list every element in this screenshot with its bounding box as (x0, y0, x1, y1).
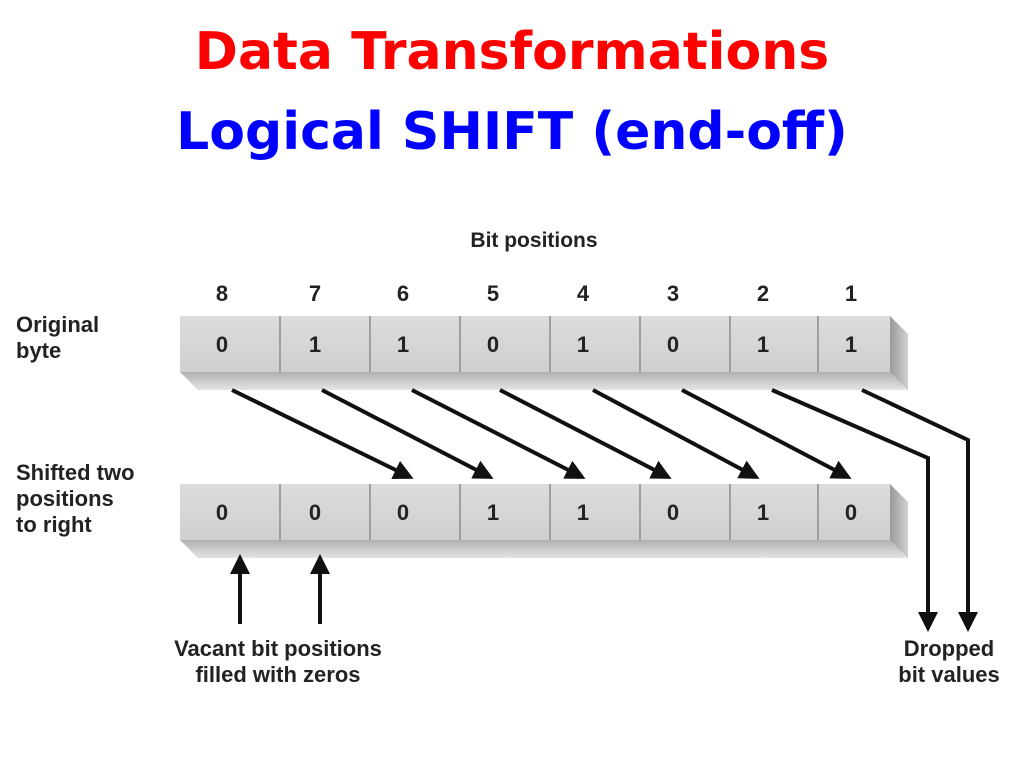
shifted-bit: 1 (487, 500, 499, 525)
dropped-note-line: Dropped (903, 636, 995, 661)
bit-position-number: 6 (396, 281, 410, 306)
bit-position-number: 4 (576, 281, 590, 306)
shifted-bit: 1 (757, 500, 769, 525)
shifted-byte-label-line: positions (16, 486, 114, 511)
bit-position-number: 3 (666, 281, 680, 306)
original-bit: 1 (845, 332, 857, 357)
bit-position-number: 8 (215, 281, 229, 306)
shifted-bit: 0 (216, 500, 228, 525)
shifted-byte-bar: 0 0 0 1 1 0 1 0 (180, 484, 908, 558)
shifted-byte-label: Shifted two positions to right (16, 460, 135, 538)
shift-arrow (231, 388, 414, 479)
bar-front-face (180, 484, 890, 540)
bit-position-number: 2 (756, 281, 770, 306)
shift-arrow (499, 388, 672, 479)
bar-side-face (890, 484, 908, 558)
shift-arrow (681, 388, 852, 479)
original-byte-label: Original byte (16, 312, 99, 364)
bar-front-face (180, 316, 890, 372)
original-bit: 0 (667, 332, 679, 357)
shift-arrow (592, 388, 760, 479)
shifted-byte-label-line: to right (16, 512, 92, 537)
shifted-bit: 0 (309, 500, 321, 525)
original-bit: 0 (216, 332, 228, 357)
vacant-arrows (230, 554, 330, 624)
dropped-note-line: bit values (898, 662, 1000, 687)
shift-arrow (411, 388, 586, 479)
bit-positions-heading: Bit positions (470, 229, 598, 252)
page-subtitle: Logical SHIFT (end-off) (176, 102, 848, 162)
dropped-bits-note: Dropped bit values (888, 636, 1010, 688)
original-bit: 1 (397, 332, 409, 357)
bit-position-number: 7 (308, 281, 322, 306)
vacant-note-line: filled with zeros (195, 662, 361, 687)
vacant-positions-note: Vacant bit positions filled with zeros (150, 636, 406, 688)
cell-dividers (279, 484, 819, 540)
shift-arrow (321, 388, 494, 479)
shifted-bit: 1 (577, 500, 589, 525)
original-bit: 0 (487, 332, 499, 357)
bar-side-face (890, 316, 908, 390)
shifted-bit: 0 (845, 500, 857, 525)
shift-arrows (231, 388, 852, 479)
bit-position-number: 1 (844, 281, 858, 306)
shifted-bit: 0 (667, 500, 679, 525)
shifted-bit: 0 (397, 500, 409, 525)
cell-dividers (279, 316, 819, 372)
dropped-arrow (771, 388, 938, 632)
shifted-byte-label-line: Shifted two (16, 460, 135, 485)
original-bit: 1 (577, 332, 589, 357)
dropped-arrows (771, 388, 978, 632)
original-bit: 1 (309, 332, 321, 357)
original-bit: 1 (757, 332, 769, 357)
dropped-arrow (861, 388, 978, 632)
bar-bottom-face (180, 540, 908, 558)
vacant-note-line: Vacant bit positions (174, 636, 382, 661)
original-byte-label-line: byte (16, 338, 62, 363)
original-byte-label-line: Original (16, 312, 100, 337)
original-byte-bar: 0 1 1 0 1 0 1 1 (180, 316, 908, 390)
bit-position-number: 5 (486, 281, 500, 306)
page-title: Data Transformations (194, 22, 830, 82)
bar-bottom-face (180, 372, 908, 390)
